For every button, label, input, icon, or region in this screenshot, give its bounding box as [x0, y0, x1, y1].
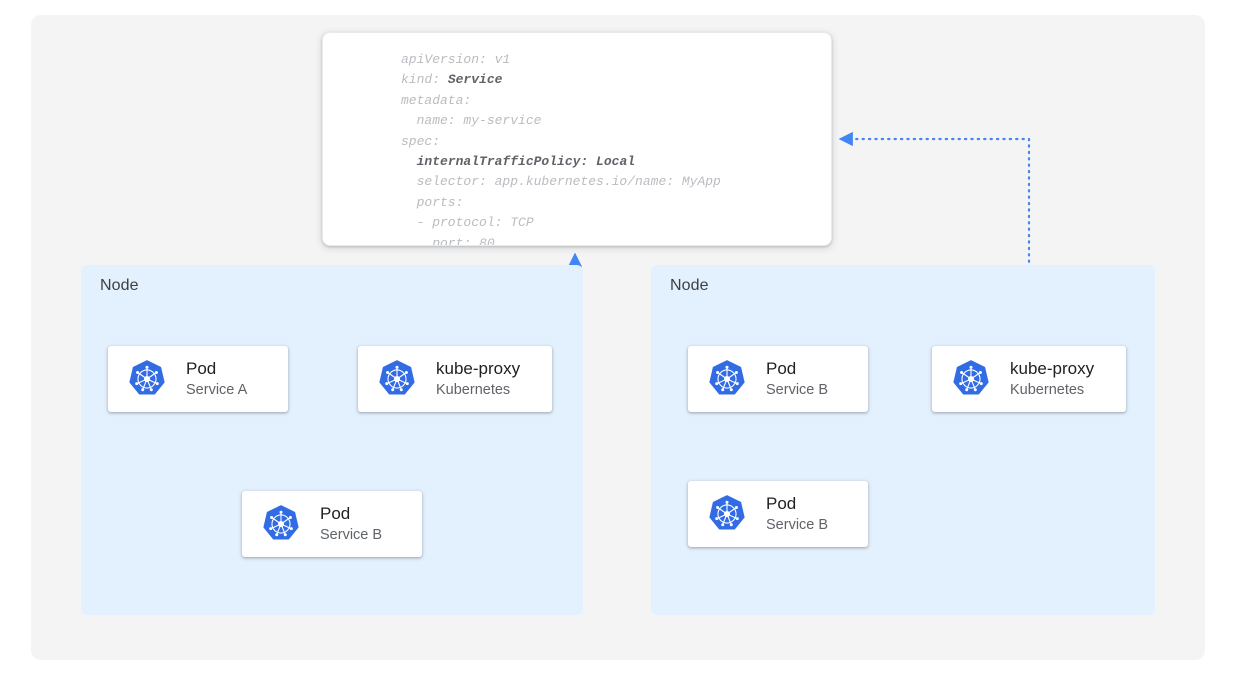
- kubernetes-icon: [126, 358, 168, 400]
- node-label-left: Node: [100, 277, 139, 294]
- card-text: kube-proxy Kubernetes: [436, 359, 520, 399]
- service-spec-yaml-box: apiVersion: v1 kind: Service metadata: n…: [322, 32, 832, 246]
- card-pod-service-b-right-bottom[interactable]: Pod Service B: [688, 481, 868, 547]
- card-text: Pod Service B: [320, 504, 382, 544]
- service-spec-yaml-code: apiVersion: v1 kind: Service metadata: n…: [401, 52, 721, 246]
- card-pod-service-b-left[interactable]: Pod Service B: [242, 491, 422, 557]
- card-kube-proxy-left[interactable]: kube-proxy Kubernetes: [358, 346, 552, 412]
- card-subtitle: Service B: [320, 526, 383, 543]
- card-text: Pod Service B: [766, 494, 828, 534]
- kubernetes-icon: [706, 493, 748, 535]
- card-title: kube-proxy: [436, 358, 521, 378]
- node-label-right: Node: [670, 277, 709, 294]
- card-subtitle: Service B: [766, 516, 829, 533]
- kubernetes-icon: [260, 503, 302, 545]
- card-title: kube-proxy: [1010, 358, 1095, 378]
- node-group-left: Node: [81, 265, 583, 615]
- kubernetes-icon: [376, 358, 418, 400]
- card-pod-service-a[interactable]: Pod Service A: [108, 346, 288, 412]
- card-subtitle: Kubernetes: [1010, 381, 1085, 398]
- card-title: Pod: [766, 493, 797, 513]
- card-kube-proxy-right[interactable]: kube-proxy Kubernetes: [932, 346, 1126, 412]
- card-text: kube-proxy Kubernetes: [1010, 359, 1094, 399]
- card-text: Pod Service B: [766, 359, 828, 399]
- card-title: Pod: [320, 503, 351, 523]
- card-subtitle: Service B: [766, 381, 829, 398]
- card-text: Pod Service A: [186, 359, 247, 399]
- node-group-right: Node: [651, 265, 1155, 615]
- kubernetes-icon: [706, 358, 748, 400]
- card-title: Pod: [766, 358, 797, 378]
- kubernetes-icon: [950, 358, 992, 400]
- card-title: Pod: [186, 358, 217, 378]
- card-pod-service-b-right-top[interactable]: Pod Service B: [688, 346, 868, 412]
- card-subtitle: Kubernetes: [436, 381, 511, 398]
- card-subtitle: Service A: [186, 381, 248, 398]
